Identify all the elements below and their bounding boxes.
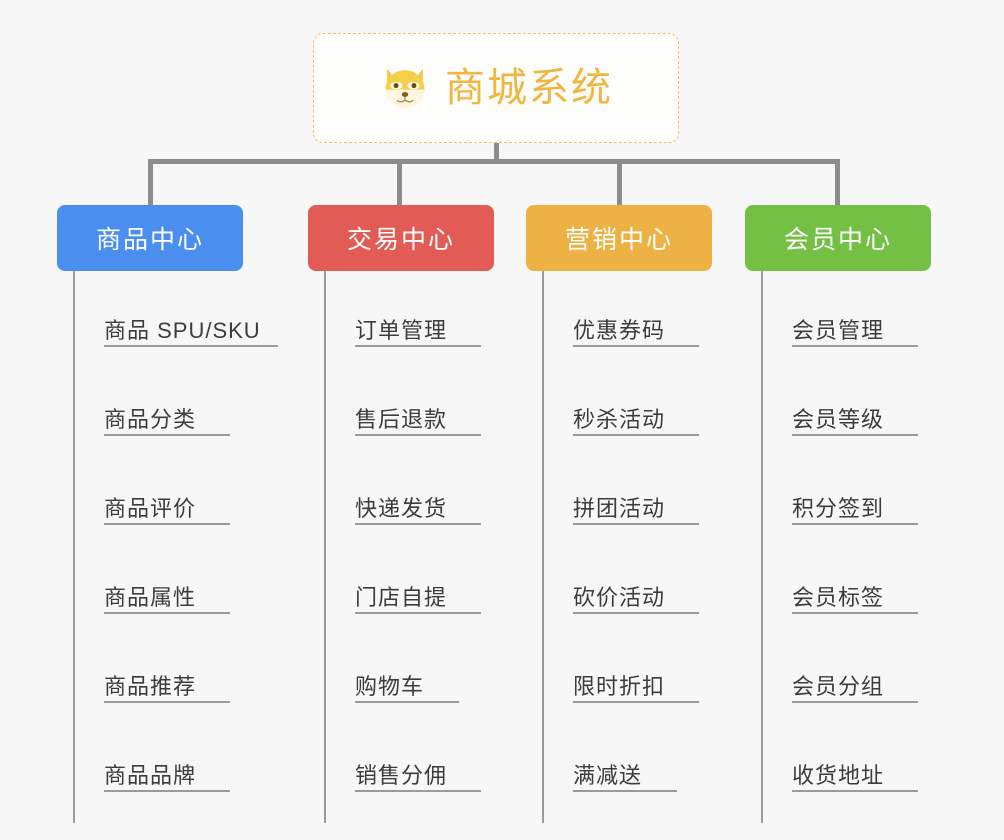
leaf-label: 优惠券码 <box>573 317 666 343</box>
leaf-item-3-3[interactable]: 拼团活动 <box>573 459 699 525</box>
connector-drop-2 <box>397 159 402 207</box>
connector-drop-4 <box>835 159 840 207</box>
leaf-item-2-1[interactable]: 订单管理 <box>355 281 481 347</box>
leaf-label: 销售分佣 <box>355 762 448 788</box>
leaf-label: 商品推荐 <box>104 673 197 699</box>
leaf-item-4-6[interactable]: 收货地址 <box>792 726 918 792</box>
connector-drop-1 <box>148 159 153 207</box>
leaf-item-3-2[interactable]: 秒杀活动 <box>573 370 699 436</box>
leaf-label: 订单管理 <box>355 317 448 343</box>
leaf-label: 会员标签 <box>792 584 885 610</box>
category-spine-3 <box>542 271 544 823</box>
leaf-label: 商品属性 <box>104 584 197 610</box>
leaf-label: 商品评价 <box>104 495 197 521</box>
leaf-label: 商品分类 <box>104 406 197 432</box>
category-header-4-label: 会员中心 <box>783 226 892 254</box>
leaf-label: 快递发货 <box>355 495 448 521</box>
category-header-4[interactable]: 会员中心 <box>745 205 931 271</box>
leaf-label: 商品品牌 <box>104 762 197 788</box>
category-header-3-label: 营销中心 <box>564 226 673 254</box>
leaf-item-3-6[interactable]: 满减送 <box>573 726 677 792</box>
leaf-label: 满减送 <box>573 762 643 788</box>
root-node[interactable]: 商城系统 <box>313 33 679 143</box>
leaf-item-1-3[interactable]: 商品评价 <box>104 459 230 525</box>
leaf-label: 售后退款 <box>355 406 448 432</box>
leaf-label: 会员等级 <box>792 406 885 432</box>
root-title: 商城系统 <box>445 66 613 110</box>
leaf-label: 限时折扣 <box>573 673 666 699</box>
leaf-label: 秒杀活动 <box>573 406 666 432</box>
connector-horizontal-bus <box>148 159 840 164</box>
leaf-label: 门店自提 <box>355 584 448 610</box>
category-header-1[interactable]: 商品中心 <box>57 205 243 271</box>
leaf-label: 收货地址 <box>792 762 885 788</box>
leaf-item-1-1[interactable]: 商品 SPU/SKU <box>104 281 278 347</box>
leaf-item-2-5[interactable]: 购物车 <box>355 637 459 703</box>
connector-drop-3 <box>617 159 622 207</box>
leaf-item-1-5[interactable]: 商品推荐 <box>104 637 230 703</box>
connector-root-stem <box>494 143 499 163</box>
category-header-2[interactable]: 交易中心 <box>308 205 494 271</box>
leaf-item-4-3[interactable]: 积分签到 <box>792 459 918 525</box>
leaf-label: 会员分组 <box>792 673 885 699</box>
leaf-item-2-4[interactable]: 门店自提 <box>355 548 481 614</box>
category-spine-1 <box>73 271 75 823</box>
leaf-item-2-2[interactable]: 售后退款 <box>355 370 481 436</box>
leaf-item-4-4[interactable]: 会员标签 <box>792 548 918 614</box>
leaf-item-2-3[interactable]: 快递发货 <box>355 459 481 525</box>
leaf-label: 会员管理 <box>792 317 885 343</box>
leaf-item-3-1[interactable]: 优惠券码 <box>573 281 699 347</box>
leaf-item-3-4[interactable]: 砍价活动 <box>573 548 699 614</box>
leaf-item-4-2[interactable]: 会员等级 <box>792 370 918 436</box>
category-header-2-label: 交易中心 <box>346 226 455 254</box>
leaf-item-3-5[interactable]: 限时折扣 <box>573 637 699 703</box>
category-header-3[interactable]: 营销中心 <box>526 205 712 271</box>
leaf-label: 拼团活动 <box>573 495 666 521</box>
category-spine-2 <box>324 271 326 823</box>
leaf-item-1-2[interactable]: 商品分类 <box>104 370 230 436</box>
shiba-dog-face-icon <box>385 68 425 109</box>
leaf-item-1-6[interactable]: 商品品牌 <box>104 726 230 792</box>
leaf-item-4-5[interactable]: 会员分组 <box>792 637 918 703</box>
leaf-label: 购物车 <box>355 673 425 699</box>
category-header-1-label: 商品中心 <box>95 226 204 254</box>
leaf-label: 积分签到 <box>792 495 885 521</box>
leaf-item-2-6[interactable]: 销售分佣 <box>355 726 481 792</box>
leaf-label: 商品 SPU/SKU <box>104 317 261 343</box>
leaf-item-4-1[interactable]: 会员管理 <box>792 281 918 347</box>
category-spine-4 <box>761 271 763 823</box>
leaf-label: 砍价活动 <box>573 584 666 610</box>
leaf-item-1-4[interactable]: 商品属性 <box>104 548 230 614</box>
